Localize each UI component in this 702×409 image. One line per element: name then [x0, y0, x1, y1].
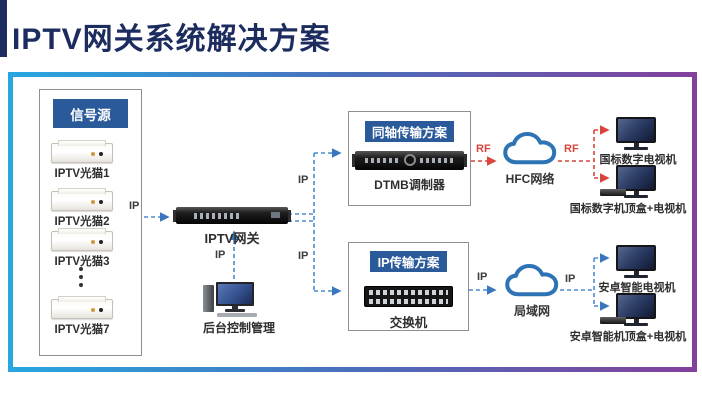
tv-android-stb-label: 安卓智能机顶盒+电视机 [569, 331, 687, 343]
tv-neck [633, 319, 639, 323]
tv-digital-label: 国标数字电视机 [599, 154, 677, 166]
control-pc-neck [232, 306, 238, 310]
link-label-source-gateway: IP [129, 200, 140, 212]
modem-port-dot [99, 200, 103, 204]
switch-ports-row [369, 290, 448, 295]
tv-android [616, 245, 656, 278]
tv-neck [633, 143, 639, 147]
page-title: IPTV网关系统解决方案 [12, 23, 331, 56]
control-pc-base [225, 309, 245, 312]
tv-android-label: 安卓智能电视机 [598, 282, 676, 294]
link-label-control-gateway: IP [215, 249, 226, 261]
modem-label-3: IPTV光猫3 [54, 256, 110, 268]
coax-solution-header: 同轴传输方案 [365, 121, 454, 142]
lan-cloud-icon [505, 264, 559, 297]
dtmb-modulator-label: DTMB调制器 [374, 178, 445, 192]
tv-digital-stb [616, 165, 656, 198]
gateway-device [173, 207, 291, 224]
diagram-frame: 信号源 IPTV光猫1 IPTV光猫2 IPTV光猫3 IPTV光猫7 [8, 72, 697, 372]
modem-port-dot [99, 308, 103, 312]
modem-port-dot [91, 152, 95, 156]
modem-port-dot [99, 152, 103, 156]
stb-device [600, 317, 626, 324]
control-pc-tower [203, 285, 214, 312]
modem-label-7: IPTV光猫7 [54, 324, 110, 336]
diagram-canvas: 信号源 IPTV光猫1 IPTV光猫2 IPTV光猫3 IPTV光猫7 [13, 77, 692, 367]
link-label-gateway-coax: IP [298, 174, 309, 186]
modem-port-dot [91, 240, 95, 244]
link-label-gateway-ip: IP [298, 250, 309, 262]
wire-lan-to-tv-junction [560, 258, 595, 306]
modem-device-3 [51, 228, 113, 251]
tv-base [624, 323, 648, 326]
dtmb-ports-right [420, 158, 454, 163]
gateway-ports [194, 213, 240, 219]
control-pc-keyboard [217, 313, 257, 317]
link-label-ipbox-cloud: IP [477, 271, 488, 283]
tv-screen [616, 245, 656, 271]
ip-solution-header: IP传输方案 [370, 251, 447, 272]
modem-device-1 [51, 140, 113, 163]
modem-label-2: IPTV光猫2 [54, 216, 110, 228]
gateway-label: IPTV网关 [204, 231, 260, 246]
dtmb-ports-left [365, 158, 399, 163]
hfc-cloud-label: HFC网络 [505, 172, 555, 186]
vertical-ellipsis [79, 267, 83, 271]
left-accent-bar [0, 0, 7, 57]
tv-screen [616, 165, 656, 191]
wire-gateway-to-junction [288, 153, 315, 291]
lan-cloud-label: 局域网 [513, 304, 550, 318]
modem-port-dot [91, 308, 95, 312]
dtmb-knob [403, 154, 416, 166]
tv-screen [616, 117, 656, 143]
tv-base [624, 275, 648, 278]
tv-base [624, 147, 648, 150]
tv-digital-stb-label: 国标数字机顶盒+电视机 [569, 203, 687, 215]
gateway-led-panel [271, 212, 280, 218]
link-label-lan-tv: IP [565, 273, 576, 285]
switch-device [364, 286, 453, 307]
switch-ports-row [369, 299, 448, 304]
modem-port-dot [99, 240, 103, 244]
stb-device [600, 189, 626, 196]
wire-hfc-to-tv-junction [558, 130, 595, 178]
link-label-coax-cloud: RF [476, 143, 491, 155]
signal-source-header: 信号源 [53, 99, 128, 128]
modem-port-dot [91, 200, 95, 204]
connector-lines [114, 125, 610, 311]
modem-device-7 [51, 296, 113, 319]
hfc-cloud-icon [503, 132, 557, 165]
modem-label-1: IPTV光猫1 [54, 168, 110, 180]
control-pc-monitor [216, 282, 254, 306]
control-pc-label: 后台控制管理 [202, 321, 275, 335]
tv-neck [633, 271, 639, 275]
tv-screen [616, 293, 656, 319]
tv-digital [616, 117, 656, 150]
switch-label: 交换机 [389, 316, 428, 330]
modem-device-2 [51, 188, 113, 211]
dtmb-modulator-device [352, 151, 467, 170]
tv-base [624, 195, 648, 198]
tv-neck [633, 191, 639, 195]
tv-android-stb [616, 293, 656, 326]
link-label-hfc-tv: RF [564, 143, 579, 155]
